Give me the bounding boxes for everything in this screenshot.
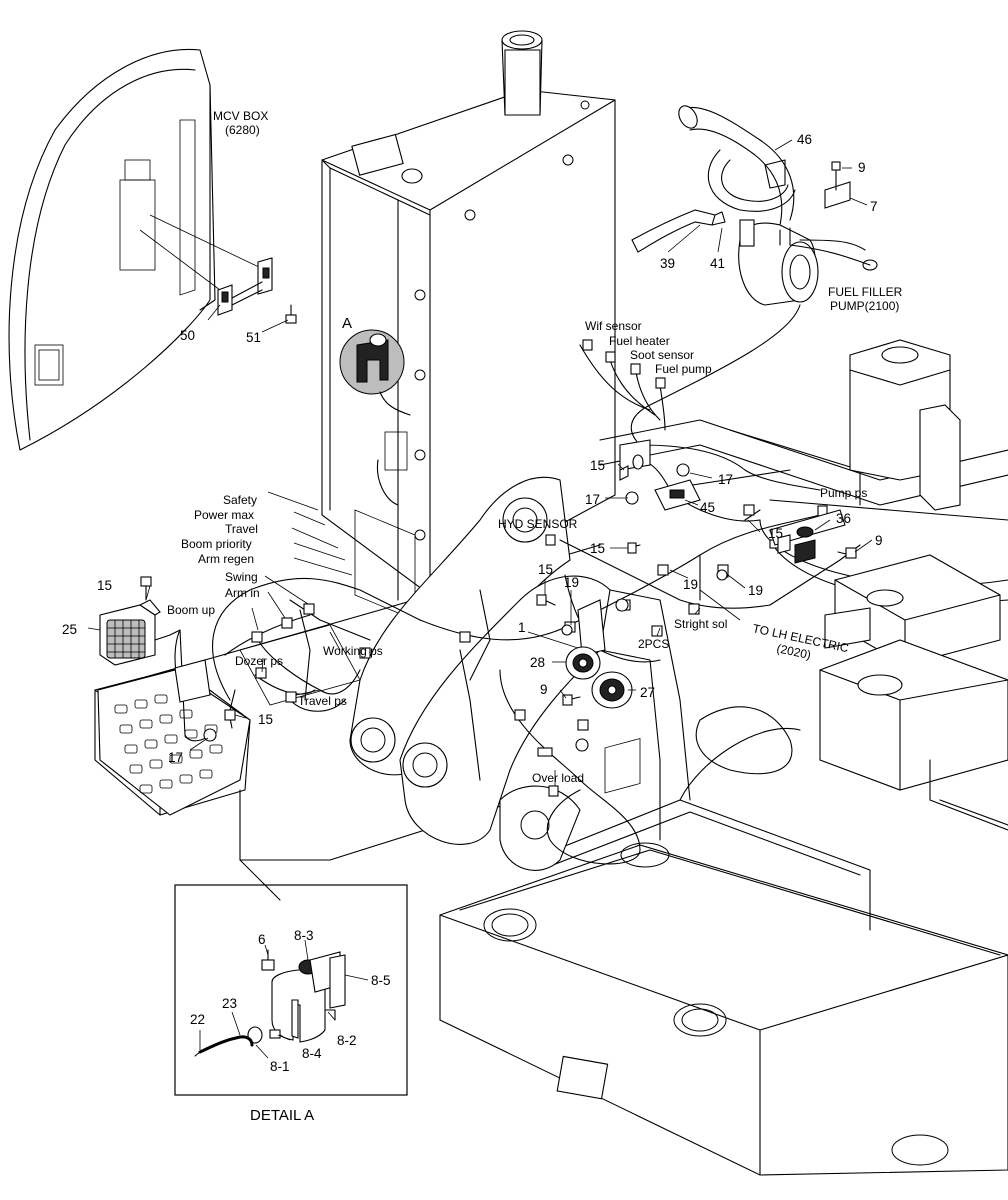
callout-36: 36 [836, 511, 851, 526]
label-fuel-filler-pump: PUMP(2100) [830, 299, 899, 313]
callout-d8-4: 8-4 [302, 1046, 322, 1061]
label-working-ps: Working ps [323, 644, 383, 658]
callout-17-left: 17 [168, 750, 183, 765]
label-wif-sensor: Wif sensor [585, 319, 642, 333]
callout-9-horn: 9 [540, 682, 548, 697]
label-over-load: Over load [532, 771, 584, 785]
callout-25: 25 [62, 622, 77, 637]
label-mcv-box-ref: (6280) [225, 123, 260, 137]
callout-9-pump: 9 [858, 160, 866, 175]
label-fuel-pump: Fuel pump [655, 362, 712, 376]
callout-d6: 6 [258, 932, 266, 947]
horns [565, 599, 633, 709]
bolts [140, 465, 857, 729]
callout-9-right: 9 [875, 533, 883, 548]
callout-28: 28 [530, 655, 545, 670]
label-boom-up: Boom up [167, 603, 215, 617]
label-fuel-filler: FUEL FILLER [828, 285, 903, 299]
label-soot-sensor: Soot sensor [630, 348, 694, 362]
work-lamp [99, 599, 181, 666]
boom-brackets [349, 476, 691, 871]
label-power-max: Power max [194, 508, 254, 522]
callout-15-left: 15 [258, 712, 273, 727]
step-plate [97, 669, 251, 816]
label-2pcs: 2PCS [638, 637, 669, 651]
fuel-filler-pump [631, 105, 878, 306]
main-harness [174, 344, 861, 865]
label-hyd-sensor: HYD SENSOR [498, 517, 578, 531]
detail-a-title: DETAIL A [250, 1107, 314, 1124]
callout-7: 7 [870, 199, 878, 214]
callout-numbers: 46 9 7 39 41 50 51 15 17 17 45 15 15 36 … [62, 132, 883, 1074]
mcv-box-cover [8, 48, 266, 451]
detail-a-marker [339, 329, 411, 506]
callout-d8-2: 8-2 [337, 1033, 357, 1048]
detail-a-box [174, 884, 408, 1096]
callout-1: 1 [518, 620, 526, 635]
label-mcv-box: MCV BOX [213, 109, 268, 123]
callout-41: 41 [710, 256, 725, 271]
callout-15-top: 15 [590, 458, 605, 473]
pump-ps-sensor [769, 509, 846, 564]
callout-15-hyd: 15 [590, 541, 605, 556]
callout-19-mid: 19 [683, 577, 698, 592]
label-dozer-ps: Dozer ps [235, 654, 283, 668]
callout-15-lamp: 15 [97, 578, 112, 593]
callout-17-top: 17 [718, 472, 733, 487]
lamp-bracket [174, 659, 211, 703]
callout-45: 45 [700, 500, 715, 515]
label-boom-priority: Boom priority [181, 537, 252, 551]
label-fuel-heater: Fuel heater [609, 334, 670, 348]
callout-15-right: 15 [768, 526, 783, 541]
fuel-tank [321, 30, 616, 621]
callout-d23: 23 [222, 996, 237, 1011]
callout-15-center: 15 [538, 562, 553, 577]
callout-17-mid: 17 [585, 492, 600, 507]
callout-39: 39 [660, 256, 675, 271]
label-safety: Safety [223, 493, 257, 507]
callout-51: 51 [246, 330, 261, 345]
label-detail-marker: A [342, 315, 352, 332]
label-pump-ps: Pump ps [820, 486, 867, 500]
pump-cable [630, 304, 801, 446]
text-labels: MCV BOX (6280) FUEL FILLER PUMP(2100) Wi… [167, 109, 903, 1124]
callout-d8-3: 8-3 [294, 928, 314, 943]
clamps [203, 439, 728, 752]
callout-d8-1: 8-1 [270, 1059, 290, 1074]
callout-19-right: 19 [748, 583, 763, 598]
label-stright-sol: Stright sol [674, 617, 727, 631]
label-travel: Travel [225, 522, 258, 536]
callout-19-left: 19 [564, 575, 579, 590]
label-arm-regen: Arm regen [198, 552, 254, 566]
label-travel-ps: Travel ps [298, 694, 347, 708]
leader-lines [87, 139, 873, 1059]
callout-46: 46 [797, 132, 812, 147]
label-arm-in: Arm in [225, 586, 260, 600]
label-swing: Swing [225, 570, 258, 584]
upper-frame [599, 339, 1008, 801]
bolt-51 [285, 304, 297, 324]
callout-50: 50 [180, 328, 195, 343]
bracket-50 [217, 257, 273, 316]
callout-d8-5: 8-5 [371, 973, 391, 988]
callout-d22: 22 [190, 1012, 205, 1027]
callout-27: 27 [640, 685, 655, 700]
